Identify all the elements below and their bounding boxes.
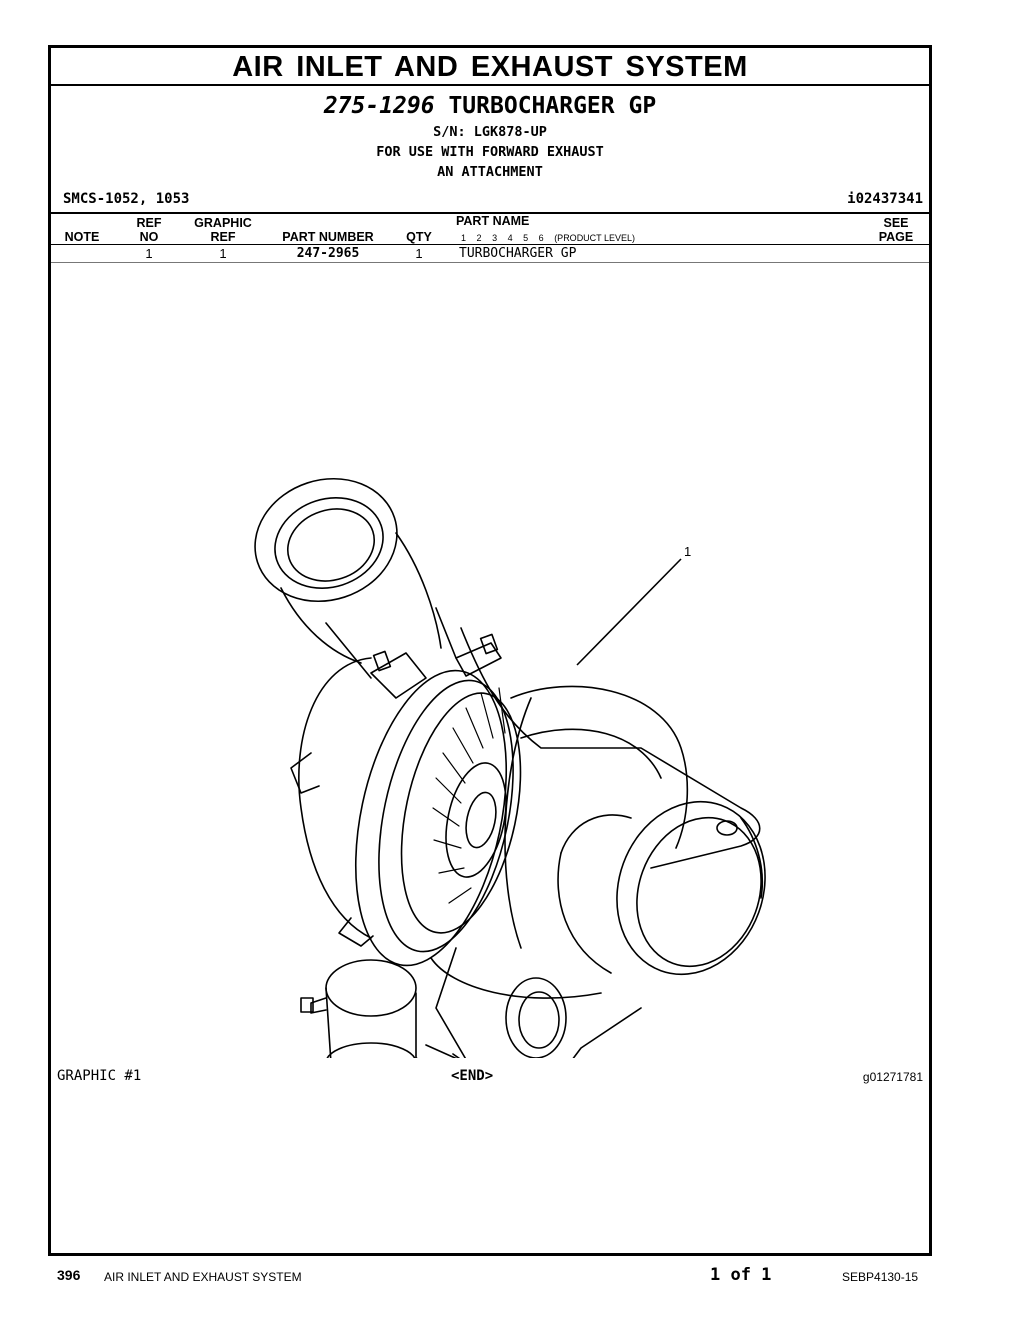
page-of: 1 of 1: [710, 1265, 772, 1285]
col-graphic-ref-top: GRAPHIC: [194, 216, 252, 230]
doc-number: SEBP4130-15: [842, 1270, 919, 1284]
page-frame: AIR INLET AND EXHAUST SYSTEM 275-1296 TU…: [48, 45, 932, 1256]
row-part-number: 247-2965: [296, 246, 360, 261]
serial-number: S/N: LGK878-UP: [433, 124, 547, 140]
group-title: 275-1296 TURBOCHARGER GP: [51, 93, 929, 119]
row-graphic-ref: 1: [219, 246, 227, 261]
row-divider: [51, 262, 929, 263]
usage-line-2: AN ATTACHMENT: [437, 164, 543, 180]
level-6: 6: [538, 233, 544, 243]
header-divider-top: [51, 212, 929, 214]
level-4: 4: [507, 233, 513, 243]
col-ref-no-bottom: NO: [139, 230, 159, 244]
col-note: NOTE: [64, 230, 100, 244]
levels-label: (PRODUCT LEVEL): [554, 233, 636, 243]
end-marker: <END>: [451, 1068, 494, 1084]
level-3: 3: [492, 233, 498, 243]
col-graphic-ref-bottom: REF: [210, 230, 236, 244]
row-ref-no: 1: [145, 246, 153, 261]
level-2: 2: [476, 233, 482, 243]
col-see-page-top: SEE: [883, 216, 909, 230]
level-5: 5: [523, 233, 529, 243]
graphic-caption: GRAPHIC #1: [57, 1068, 142, 1084]
callout-label-1: 1: [684, 544, 692, 559]
header-divider-bottom: [51, 244, 929, 245]
col-part-name: PART NAME: [456, 214, 530, 228]
page-number: 396: [57, 1267, 81, 1283]
col-ref-no-top: REF: [136, 216, 162, 230]
col-qty: QTY: [406, 230, 432, 244]
row-qty: 1: [415, 246, 423, 261]
turbocharger-illustration: [254, 477, 766, 1058]
col-part-number: PART NUMBER: [282, 230, 374, 244]
usage-line-1: FOR USE WITH FORWARD EXHAUST: [376, 144, 604, 160]
callout-leader: [576, 558, 682, 666]
illustration-ref: i02437341: [847, 191, 923, 207]
graphic-id: g01271781: [862, 1070, 923, 1084]
level-1: 1: [461, 233, 467, 243]
section-title: AIR INLET AND EXHAUST SYSTEM: [51, 48, 929, 86]
product-levels: 1 2 3 4 5 6 (PRODUCT LEVEL): [461, 233, 643, 243]
group-part-number: 275-1296: [323, 93, 435, 119]
col-see-page-bottom: PAGE: [878, 230, 914, 244]
smcs-code: SMCS-1052, 1053: [63, 191, 190, 207]
row-part-name: TURBOCHARGER GP: [459, 246, 577, 261]
footer-section: AIR INLET AND EXHAUST SYSTEM: [104, 1270, 302, 1284]
group-name: TURBOCHARGER GP: [448, 93, 657, 119]
